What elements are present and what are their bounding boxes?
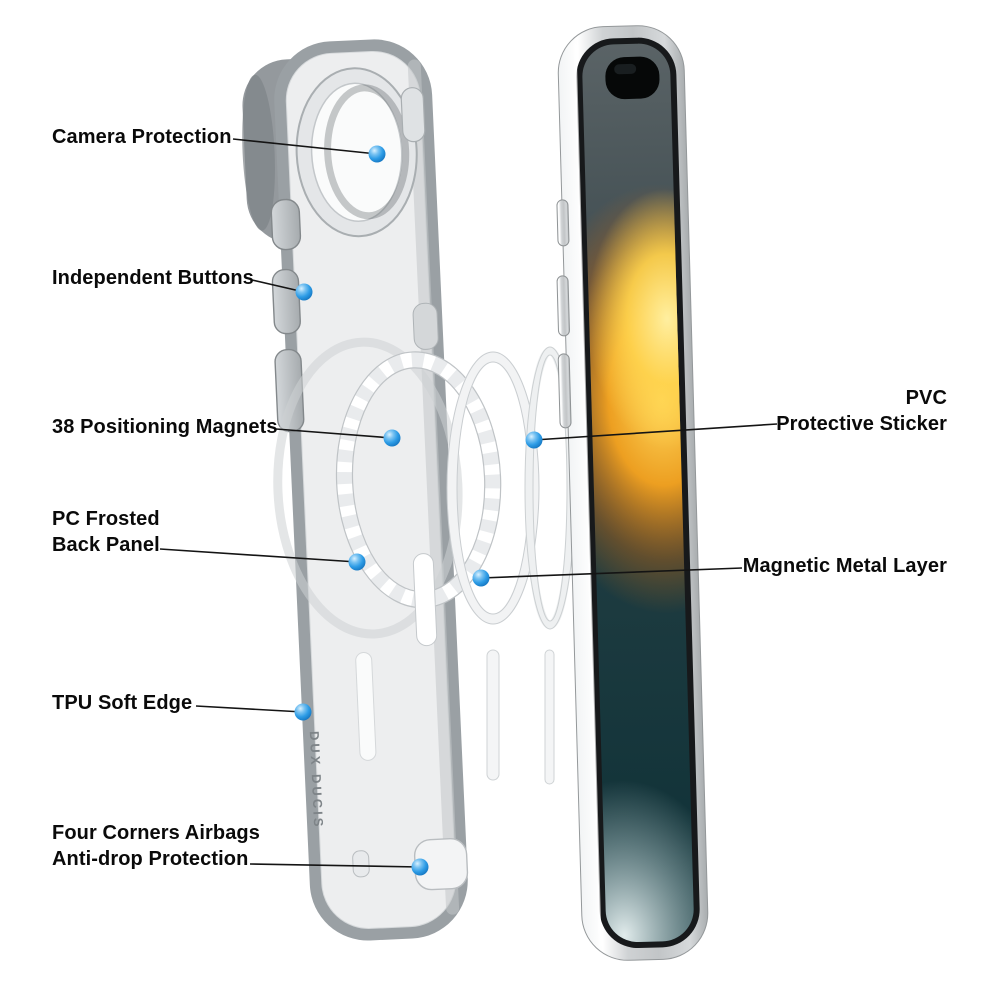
label-line: 38 Positioning Magnets — [52, 416, 278, 438]
leader-pvc-sticker — [533, 423, 778, 441]
leader-lines — [159, 138, 778, 868]
label-line: Back Panel — [52, 534, 160, 556]
phone-action-button — [556, 199, 570, 247]
phone-volume-down-button — [557, 353, 572, 429]
label-line: Independent Buttons — [52, 267, 254, 289]
leader-four-corners — [249, 863, 421, 868]
annotation-four-corners-airbags: Four Corners Airbags Anti-drop Protectio… — [52, 820, 260, 872]
label-line: PVC — [905, 387, 947, 409]
magnet-ring-outline — [273, 337, 463, 639]
marker-dot-buttons — [295, 283, 313, 301]
annotation-pvc-protective-sticker: PVC Protective Sticker — [776, 385, 947, 437]
marker-dot-metal-layer — [472, 569, 490, 587]
label-line: TPU Soft Edge — [52, 692, 193, 714]
annotation-magnetic-metal-layer: Magnetic Metal Layer — [743, 553, 947, 579]
leader-camera-protection — [232, 138, 378, 155]
label-line: Four Corners Airbags — [52, 822, 260, 844]
camera-cutout-shade — [324, 84, 410, 220]
phone — [556, 25, 709, 961]
magnet-ring-layer-middle — [446, 351, 540, 781]
marker-dot-camera — [368, 145, 386, 163]
case-action-button — [270, 198, 302, 251]
phone-side-buttons — [556, 199, 572, 429]
marker-dot-magnets — [383, 429, 401, 447]
screen-wallpaper — [581, 184, 695, 943]
side-button-cutout — [412, 302, 439, 350]
phone-volume-up-button — [556, 275, 570, 337]
case-magnet-bar — [355, 651, 377, 761]
front-camera-icon — [614, 63, 637, 75]
leader-positioning-magnets — [275, 428, 393, 439]
marker-dots — [294, 145, 543, 876]
case-inner-wall — [407, 59, 460, 915]
marker-dot-frosted — [348, 553, 366, 571]
leader-independent-buttons — [251, 279, 305, 293]
marker-dot-airbags — [411, 858, 429, 876]
frame-shine — [573, 43, 602, 948]
phone-case — [242, 39, 502, 941]
alignment-magnet-bar — [412, 553, 438, 647]
label-line: PC Frosted — [52, 508, 160, 530]
label-line: Anti-drop Protection — [52, 848, 249, 870]
annotation-camera-protection: Camera Protection — [52, 124, 232, 150]
lanyard-hole — [352, 850, 370, 878]
camera-bump-shadow — [242, 74, 275, 231]
annotation-tpu-soft-edge: TPU Soft Edge — [52, 690, 192, 716]
annotation-positioning-magnets: 38 Positioning Magnets — [52, 414, 278, 440]
label-line: Magnetic Metal Layer — [742, 555, 947, 577]
marker-dot-tpu — [294, 703, 312, 721]
leader-pc-frosted — [159, 548, 358, 563]
annotation-pc-frosted-back-panel: PC Frosted Back Panel — [52, 506, 160, 558]
label-line: Camera Protection — [52, 126, 232, 148]
marker-dot-pvc — [525, 431, 543, 449]
case-volume-up-button — [271, 268, 301, 335]
label-line: Protective Sticker — [776, 413, 947, 435]
leader-tpu-soft-edge — [195, 705, 304, 713]
leader-magnetic-metal — [480, 567, 743, 579]
flash-cutout — [400, 87, 426, 143]
dynamic-island — [605, 56, 660, 100]
annotation-independent-buttons: Independent Buttons — [52, 265, 254, 291]
